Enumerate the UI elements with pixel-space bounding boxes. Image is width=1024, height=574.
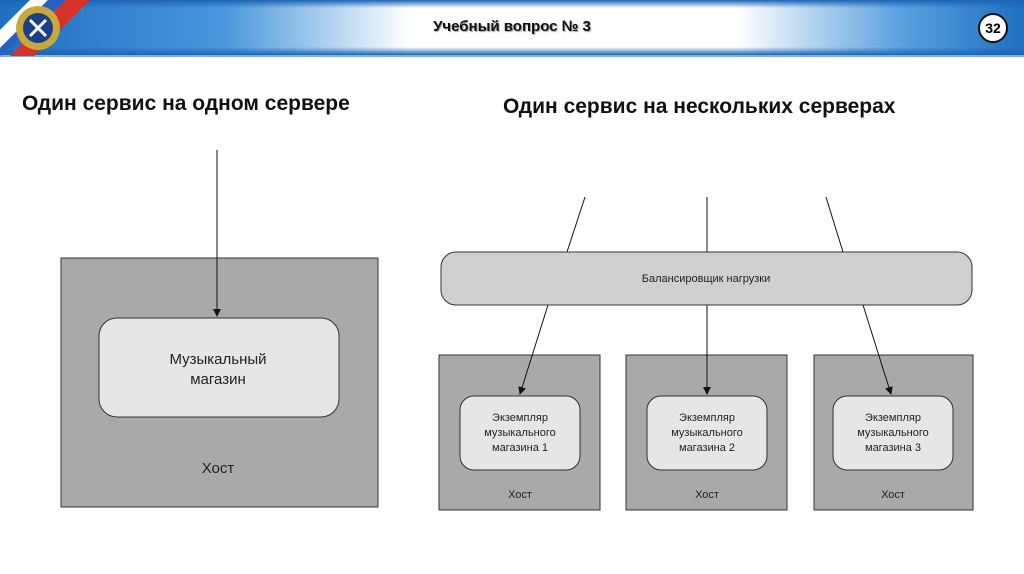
svg-text:магазина 2: магазина 2 [679,442,735,454]
page-number-badge: 32 [978,13,1008,43]
svg-text:музыкального: музыкального [671,427,743,439]
svg-text:музыкального: музыкального [857,427,929,439]
svg-text:магазина 3: магазина 3 [865,442,921,454]
svg-text:магазина 1: магазина 1 [492,442,548,454]
svg-text:Экземпляр: Экземпляр [492,412,548,424]
svg-text:Экземпляр: Экземпляр [679,412,735,424]
svg-text:Балансировщик нагрузки: Балансировщик нагрузки [642,273,770,285]
svg-text:Музыкальный: Музыкальный [169,351,266,368]
multi-server-diagram: Балансировщик нагрузки Экземпляр музыкал… [438,196,974,511]
svg-text:Хост: Хост [202,460,235,477]
slide-title: Учебный вопрос № 3 [433,18,591,35]
svg-text:магазин: магазин [190,371,246,388]
arrow-to-instance-1 [518,304,549,395]
arrow-to-instance-3 [862,304,893,395]
svg-text:Экземпляр: Экземпляр [865,412,921,424]
svg-text:музыкального: музыкального [484,427,556,439]
svg-text:Хост: Хост [695,489,719,501]
single-server-diagram: Музыкальный магазин Хост [60,150,379,508]
instance-box-2 [646,395,768,471]
service-box [98,317,340,418]
instance-box-1 [459,395,581,471]
header-divider [0,55,1024,57]
svg-text:Хост: Хост [508,489,532,501]
instance-box-3 [832,395,954,471]
left-heading: Один сервис на одном сервере [22,92,350,115]
header-bar [0,0,1024,55]
emblem-logo [0,0,90,56]
svg-text:Хост: Хост [881,489,905,501]
right-heading: Один сервис на нескольких серверах [503,95,896,118]
